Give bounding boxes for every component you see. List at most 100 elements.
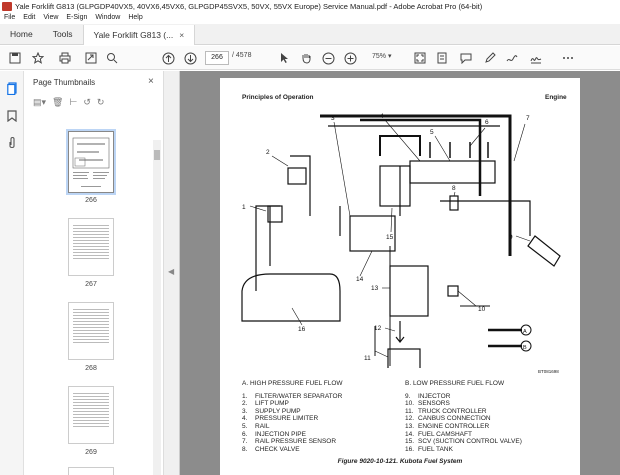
callout-2: 2	[266, 149, 270, 156]
legend-item: 9.INJECTOR	[405, 392, 451, 400]
legend-item: 5.RAIL	[242, 422, 270, 430]
tab-document[interactable]: Yale Forklift G813 (... ×	[82, 25, 196, 45]
panel-title: Page Thumbnails	[33, 78, 96, 87]
page-count: / 4578	[232, 52, 252, 59]
fit-page-button[interactable]	[412, 50, 428, 66]
collapse-panel-icon[interactable]: ◀	[168, 267, 175, 276]
line-key-a: A	[523, 329, 527, 335]
tab-tools-label: Tools	[52, 29, 73, 39]
legend-item: 11.TRUCK CONTROLLER	[405, 407, 487, 415]
line-key-b: B	[523, 345, 527, 351]
thumbnail-label: 269	[85, 449, 97, 456]
zoom-out-button[interactable]	[320, 50, 336, 66]
scrollbar-thumb[interactable]	[154, 150, 160, 160]
pages-icon	[6, 81, 17, 95]
thumbnail-page-270[interactable]	[68, 467, 114, 475]
select-tool-button[interactable]	[276, 50, 292, 66]
callout-7: 7	[526, 115, 530, 122]
chevron-down-icon: ▾	[387, 53, 392, 60]
zoom-level-select[interactable]: 75% ▾	[372, 52, 391, 60]
extract-page-icon[interactable]: ⊢	[69, 97, 78, 107]
thumbnail-text-lines	[69, 303, 113, 343]
delete-page-icon[interactable]: 🗑	[52, 97, 64, 107]
share-button[interactable]	[83, 50, 99, 66]
close-tab-icon[interactable]: ×	[179, 30, 185, 40]
previous-page-button[interactable]	[160, 50, 176, 66]
legend-item: 13.ENGINE CONTROLLER	[405, 422, 490, 430]
page-number-input[interactable]: 266	[205, 51, 229, 65]
save-button[interactable]	[7, 50, 23, 66]
thumbnails-scrollbar[interactable]	[153, 140, 161, 475]
attachments-icon[interactable]	[5, 135, 19, 149]
plus-circle-icon	[344, 52, 356, 64]
legend-item: 10.SENSORS	[405, 400, 450, 408]
menu-file[interactable]: File	[4, 14, 16, 21]
callout-12: 12	[374, 325, 382, 332]
zoom-level-value: 75%	[372, 53, 387, 60]
navigation-icon-strip	[0, 71, 24, 475]
arrow-down-circle-icon	[184, 52, 196, 64]
hand-tool-button[interactable]	[298, 50, 314, 66]
menu-esign[interactable]: E-Sign	[66, 14, 88, 21]
callout-4: 4	[380, 113, 384, 120]
panel-splitter[interactable]: ◀	[164, 71, 180, 475]
thumbnail-label: 267	[85, 281, 97, 288]
menu-edit[interactable]: Edit	[23, 14, 36, 21]
scroll-mode-icon	[437, 52, 447, 64]
legend-item: 14.FUEL CAMSHAFT	[405, 430, 472, 438]
legend-heading: B. LOW PRESSURE FUEL FLOW	[405, 380, 505, 387]
cursor-arrow-icon	[281, 53, 288, 63]
tab-document-label: Yale Forklift G813 (...	[93, 30, 174, 40]
thumbnail-page-267[interactable]	[68, 218, 114, 276]
menu-view[interactable]: View	[43, 14, 59, 21]
bookmark-button[interactable]	[30, 50, 46, 66]
thumbnail-options-icon[interactable]: ▤▾	[33, 97, 47, 107]
close-icon[interactable]: ×	[148, 76, 154, 87]
menu-window[interactable]: Window	[95, 14, 121, 21]
zoom-in-button[interactable]	[342, 50, 358, 66]
page-thumbnails-icon[interactable]	[5, 81, 19, 95]
highlight-button[interactable]	[482, 50, 498, 66]
thumbnail-label: 266	[85, 197, 97, 204]
callout-3: 3	[331, 115, 335, 122]
thumbnail-page-266[interactable]	[66, 129, 116, 195]
star-icon	[32, 52, 44, 64]
share-icon	[85, 52, 97, 64]
print-button[interactable]	[57, 50, 73, 66]
print-icon	[59, 52, 71, 64]
title-bar: Yale Forklift G813 (GLPGDP40VX5, 40VX6,4…	[0, 0, 620, 12]
scroll-mode-button[interactable]	[434, 50, 450, 66]
tab-tools[interactable]: Tools	[43, 24, 83, 44]
pen-icon	[485, 52, 496, 63]
more-tools-button[interactable]	[560, 50, 576, 66]
rotate-counterclockwise-icon[interactable]: ↺	[83, 97, 91, 107]
fill-sign-button[interactable]	[528, 50, 544, 66]
bookmarks-icon[interactable]	[5, 109, 19, 123]
fit-page-icon	[414, 52, 426, 64]
find-button[interactable]	[104, 50, 120, 66]
legend-item: 7.RAIL PRESSURE SENSOR	[242, 438, 337, 446]
callout-13: 13	[371, 285, 379, 292]
callout-6: 6	[485, 119, 489, 126]
thumbnail-diagram-image	[72, 137, 110, 187]
fuel-system-diagram: 1 2 3 4 5 6 7 8 9 10 11 12 13 14 15 16 A…	[241, 113, 561, 368]
menu-help[interactable]: Help	[128, 14, 143, 21]
rotate-clockwise-icon[interactable]: ↻	[96, 97, 105, 107]
search-icon	[107, 53, 118, 64]
callout-1: 1	[242, 204, 246, 211]
window-title: Yale Forklift G813 (GLPGDP40VX5, 40VX6,4…	[15, 1, 483, 11]
callout-14: 14	[356, 276, 364, 283]
thumbnail-page-268[interactable]	[68, 302, 114, 360]
draw-button[interactable]	[504, 50, 520, 66]
thumbnail-page-269[interactable]	[68, 386, 114, 444]
comment-icon	[460, 53, 472, 64]
comment-button[interactable]	[458, 50, 474, 66]
legend-heading: A. HIGH PRESSURE FUEL FLOW	[242, 380, 343, 387]
signature-icon	[530, 57, 542, 64]
main-toolbar: 266 / 4578 75% ▾	[0, 46, 620, 70]
tab-home[interactable]: Home	[0, 24, 43, 44]
next-page-button[interactable]	[182, 50, 198, 66]
page-header-left: Principles of Operation	[242, 94, 314, 101]
more-icon	[563, 57, 573, 59]
save-icon	[9, 52, 21, 64]
